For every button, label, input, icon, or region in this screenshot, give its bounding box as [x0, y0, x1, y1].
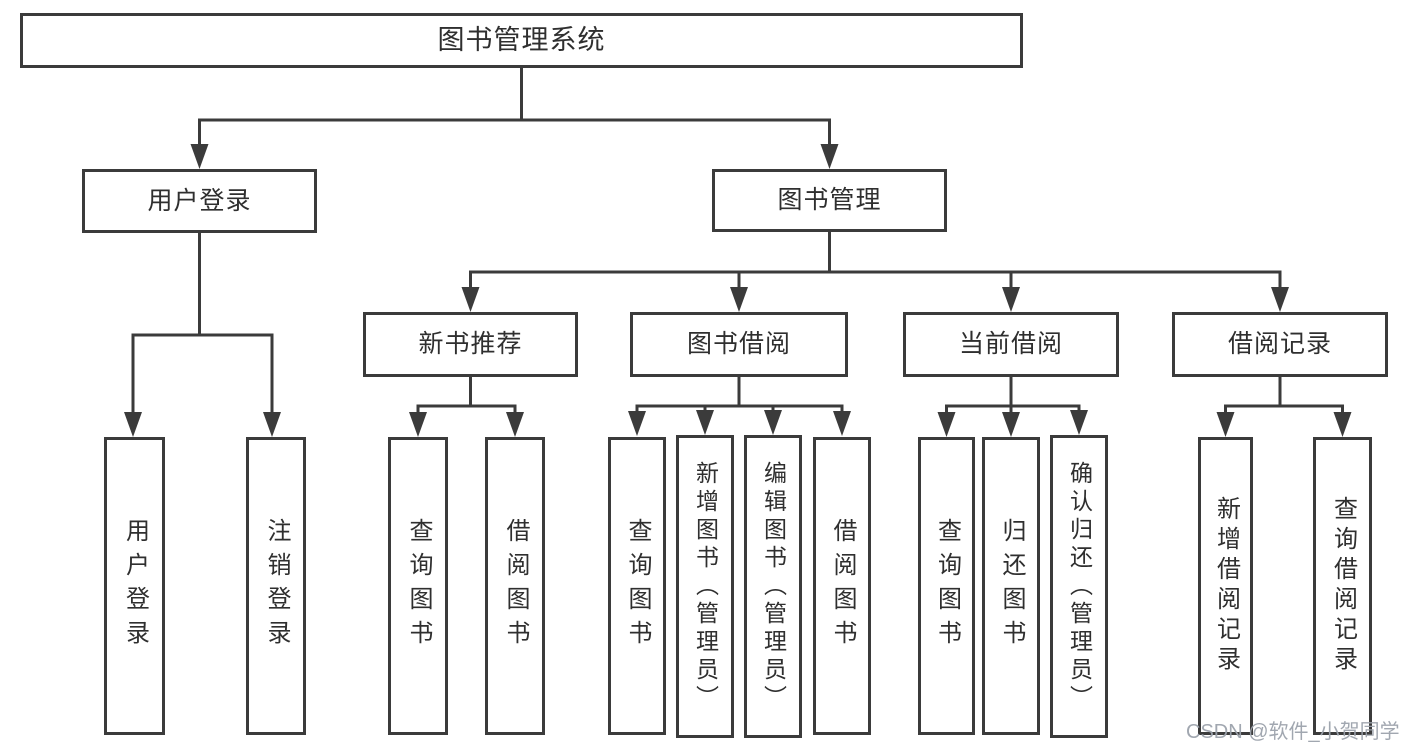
arrowhead-icon	[820, 144, 839, 169]
arrowhead-icon	[190, 144, 209, 169]
arrowhead-icon	[263, 412, 281, 437]
arrowhead-icon	[1333, 412, 1352, 437]
node-book-mgmt: 图书管理	[712, 169, 947, 232]
arrowhead-icon	[409, 412, 427, 437]
arrowhead-icon	[937, 412, 956, 437]
arrowhead-icon	[461, 287, 480, 312]
arrowhead-icon	[506, 412, 524, 437]
arrowhead-icon	[1002, 287, 1020, 312]
arrowhead-icon	[764, 410, 782, 435]
node-leaf-user-login: 用户登录	[104, 437, 165, 735]
node-leaf-query-book-3: 查询图书	[918, 437, 975, 735]
node-borrow-records: 借阅记录	[1172, 312, 1388, 377]
node-root: 图书管理系统	[20, 13, 1023, 68]
node-leaf-logout: 注销登录	[246, 437, 306, 735]
node-leaf-confirm-return: 确认归还（管理员）	[1050, 435, 1108, 738]
node-leaf-query-record: 查询借阅记录	[1313, 437, 1372, 735]
watermark: CSDN @软件_小贺同学	[1186, 721, 1400, 743]
node-leaf-borrow-book-2: 借阅图书	[813, 437, 871, 735]
node-user-login: 用户登录	[82, 169, 317, 233]
arrowhead-icon	[124, 412, 142, 437]
arrowhead-icon	[730, 287, 748, 312]
arrowhead-icon	[1216, 412, 1235, 437]
node-leaf-borrow-book-1: 借阅图书	[485, 437, 545, 735]
arrowhead-icon	[1002, 412, 1020, 437]
node-leaf-add-record: 新增借阅记录	[1198, 437, 1253, 735]
node-leaf-return-book: 归还图书	[982, 437, 1040, 735]
arrowhead-icon	[1271, 287, 1289, 312]
node-new-book-rec: 新书推荐	[363, 312, 578, 377]
node-leaf-edit-book: 编辑图书（管理员）	[744, 435, 802, 738]
arrowhead-icon	[833, 411, 851, 436]
node-leaf-query-book-1: 查询图书	[388, 437, 448, 735]
node-leaf-add-book: 新增图书（管理员）	[676, 435, 734, 738]
node-leaf-query-book-2: 查询图书	[608, 437, 666, 735]
node-book-borrow: 图书借阅	[630, 312, 848, 377]
node-current-borrow: 当前借阅	[903, 312, 1119, 377]
arrowhead-icon	[628, 411, 646, 436]
arrowhead-icon	[1070, 410, 1088, 435]
arrowhead-icon	[696, 410, 714, 435]
